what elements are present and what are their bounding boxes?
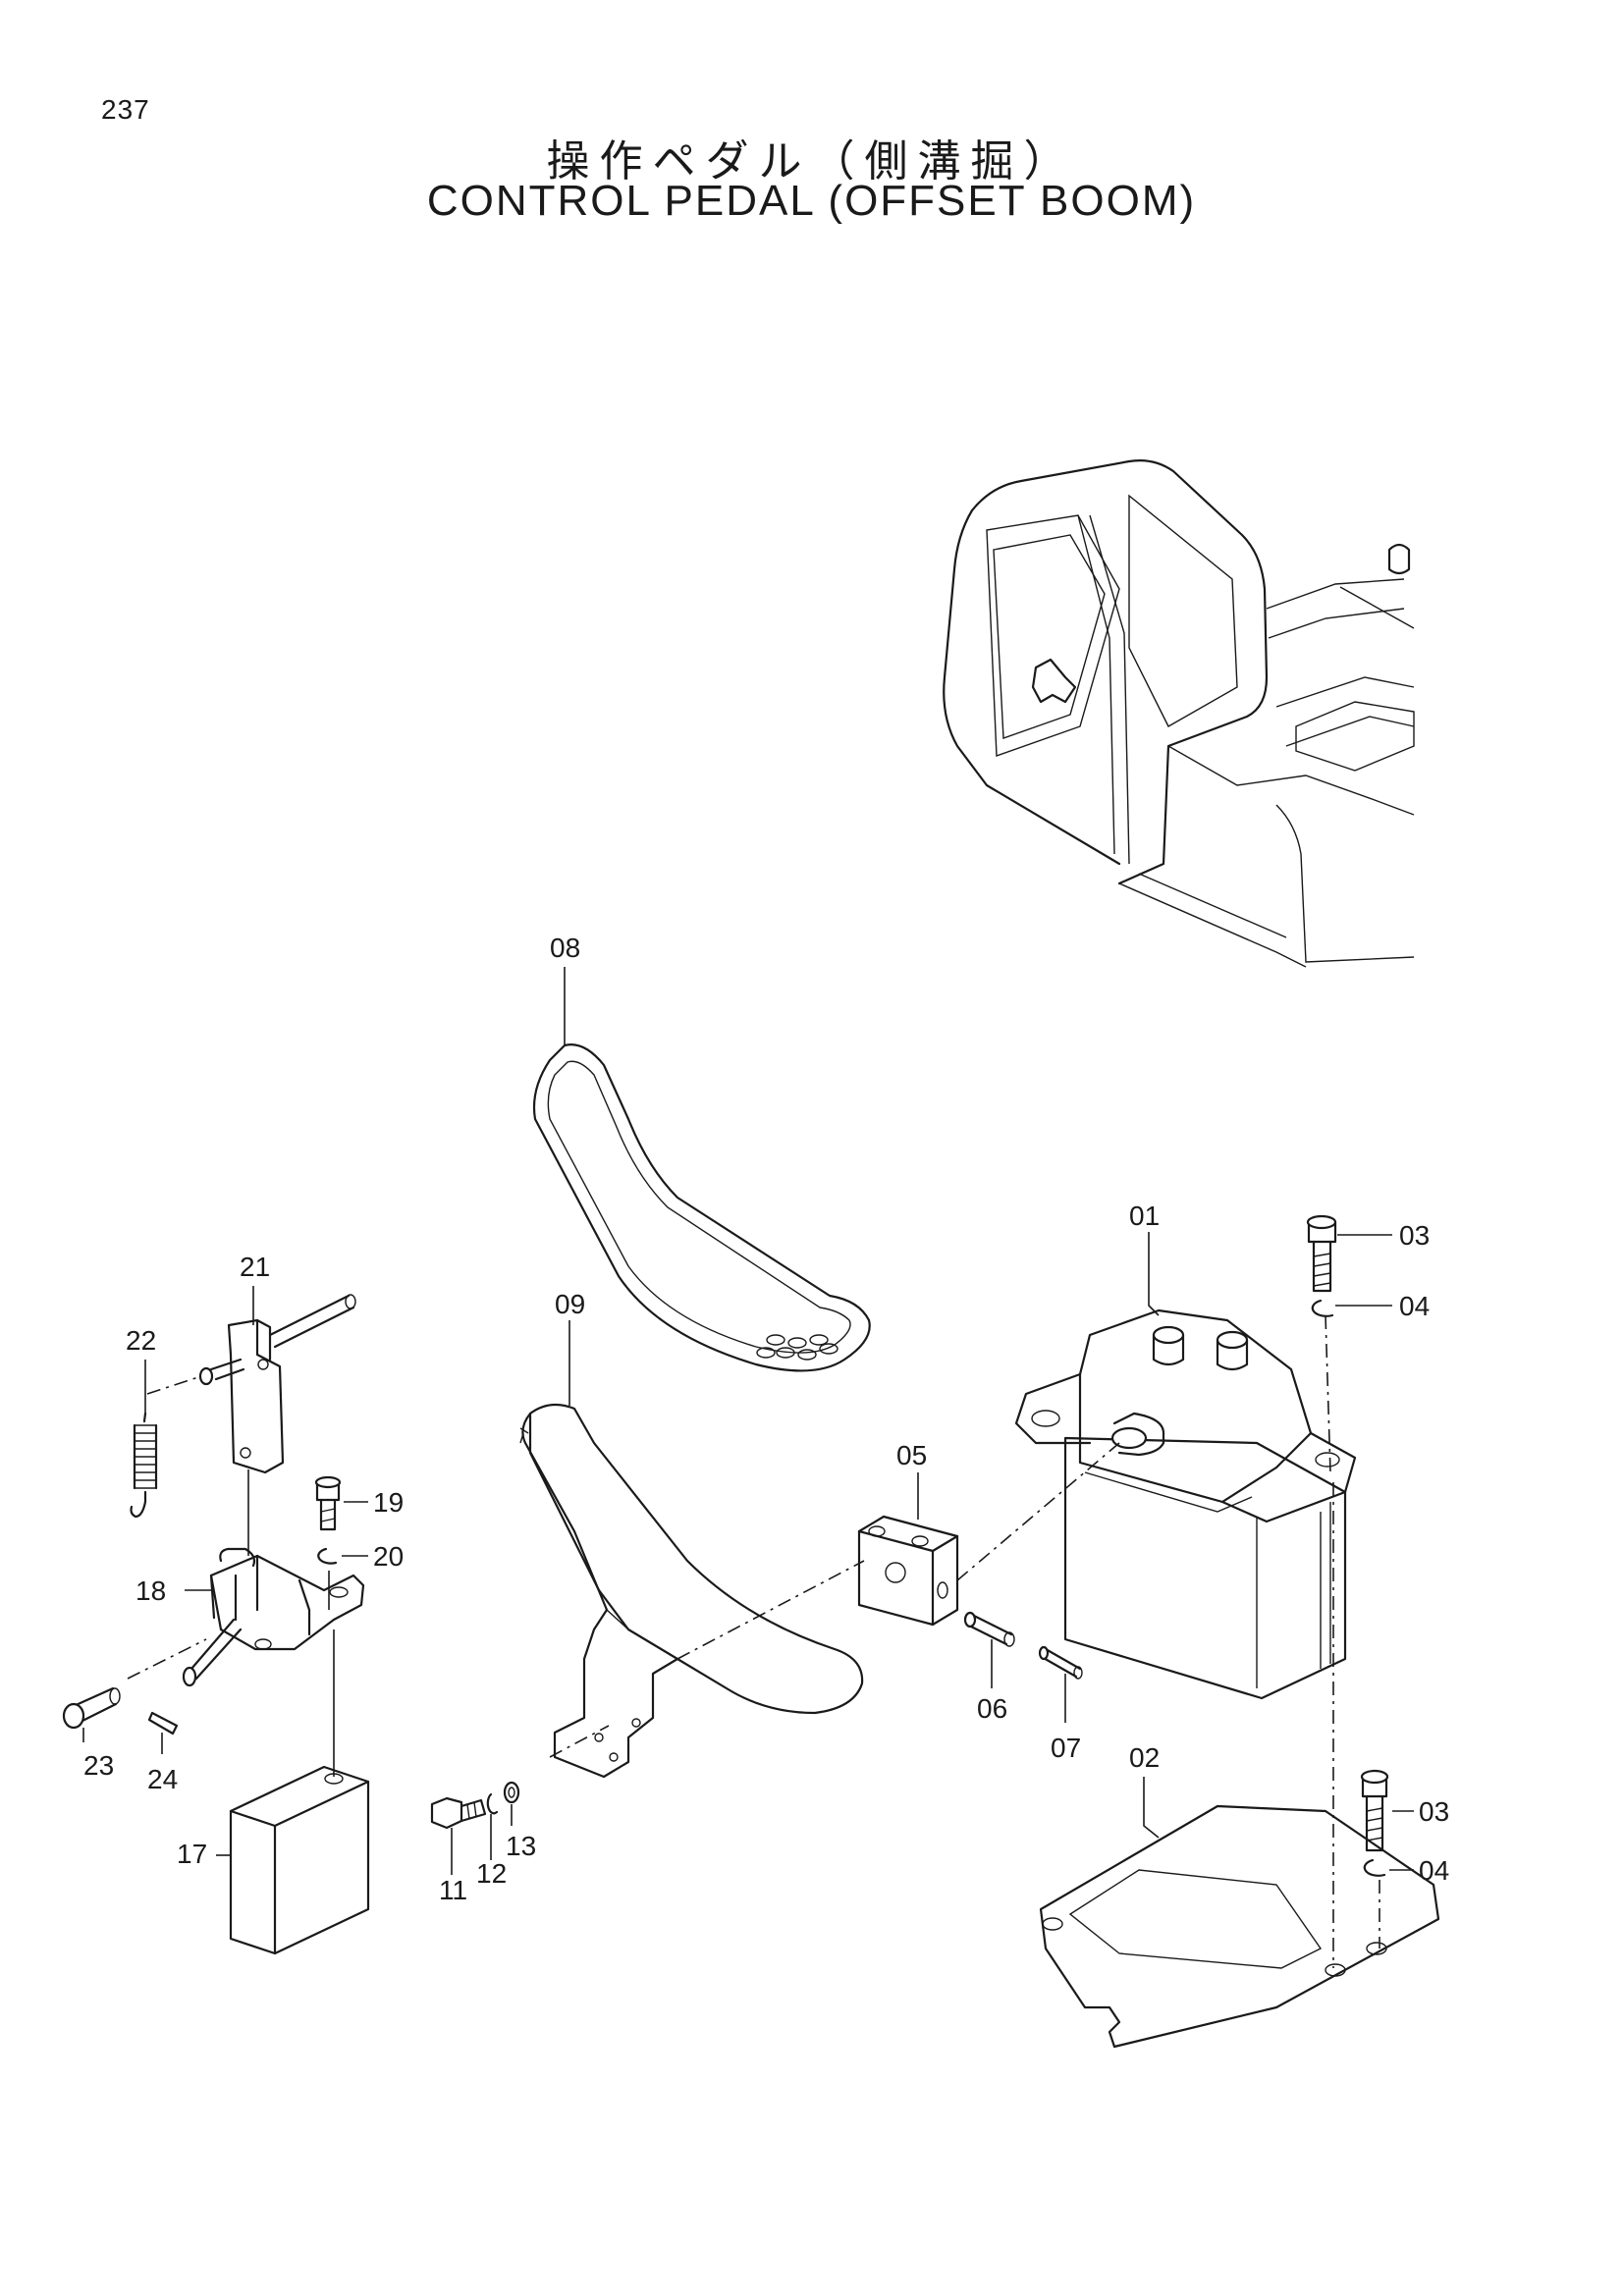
label-03-lower: 03 xyxy=(1419,1796,1449,1827)
base-plate-02 xyxy=(1039,1804,1440,2049)
pedal-cover-08 xyxy=(532,1043,871,1372)
page-number: 237 xyxy=(101,94,150,125)
title-japanese: 操作ペダル（側溝掘） xyxy=(546,136,1077,187)
label-02: 02 xyxy=(1129,1742,1160,1773)
cotter-pin-24 xyxy=(147,1711,179,1735)
bolt-03-upper xyxy=(1306,1214,1337,1293)
bolt-11 xyxy=(430,1796,487,1830)
bracket-18 xyxy=(182,1547,365,1687)
label-03-upper: 03 xyxy=(1399,1220,1430,1251)
label-13: 13 xyxy=(506,1831,536,1861)
label-19: 19 xyxy=(373,1487,404,1518)
assembly-centerlines xyxy=(127,1314,1380,1968)
spring-22 xyxy=(130,1412,158,1519)
label-11: 11 xyxy=(439,1875,467,1905)
pilot-valve-01 xyxy=(1014,1308,1357,1700)
bolt-03-lower xyxy=(1360,1769,1389,1852)
label-20: 20 xyxy=(373,1541,404,1572)
washer-13 xyxy=(503,1781,520,1804)
washer-04-lower xyxy=(1363,1858,1386,1877)
label-12: 12 xyxy=(476,1858,507,1889)
label-09: 09 xyxy=(555,1289,585,1319)
pin-06 xyxy=(963,1611,1015,1647)
label-22: 22 xyxy=(126,1325,156,1356)
label-07: 07 xyxy=(1051,1733,1081,1763)
excavator-cab-illustration xyxy=(943,459,1415,968)
bolt-19 xyxy=(314,1475,342,1531)
label-23: 23 xyxy=(83,1750,114,1781)
label-01: 01 xyxy=(1129,1201,1160,1231)
label-17: 17 xyxy=(177,1839,207,1869)
washer-12 xyxy=(486,1792,499,1815)
leader-lines xyxy=(82,967,1414,1875)
pin-23 xyxy=(62,1686,121,1730)
label-24: 24 xyxy=(147,1764,178,1794)
label-21: 21 xyxy=(240,1252,270,1282)
label-08: 08 xyxy=(550,933,580,963)
label-04-upper: 04 xyxy=(1399,1291,1430,1321)
label-06: 06 xyxy=(977,1693,1007,1724)
lever-21 xyxy=(198,1294,356,1474)
washer-20 xyxy=(317,1547,338,1565)
block-05 xyxy=(857,1515,959,1627)
pedal-09 xyxy=(519,1403,864,1779)
label-04-lower: 04 xyxy=(1419,1855,1449,1886)
block-17 xyxy=(229,1765,370,1955)
part-number-labels: 08 01 03 04 09 21 22 19 20 18 05 06 07 0… xyxy=(83,933,1449,1905)
label-05: 05 xyxy=(896,1440,927,1470)
pin-07 xyxy=(1038,1645,1083,1680)
title-english: CONTROL PEDAL (OFFSET BOOM) xyxy=(426,177,1197,225)
washer-04-upper xyxy=(1311,1299,1334,1317)
label-18: 18 xyxy=(135,1575,166,1606)
